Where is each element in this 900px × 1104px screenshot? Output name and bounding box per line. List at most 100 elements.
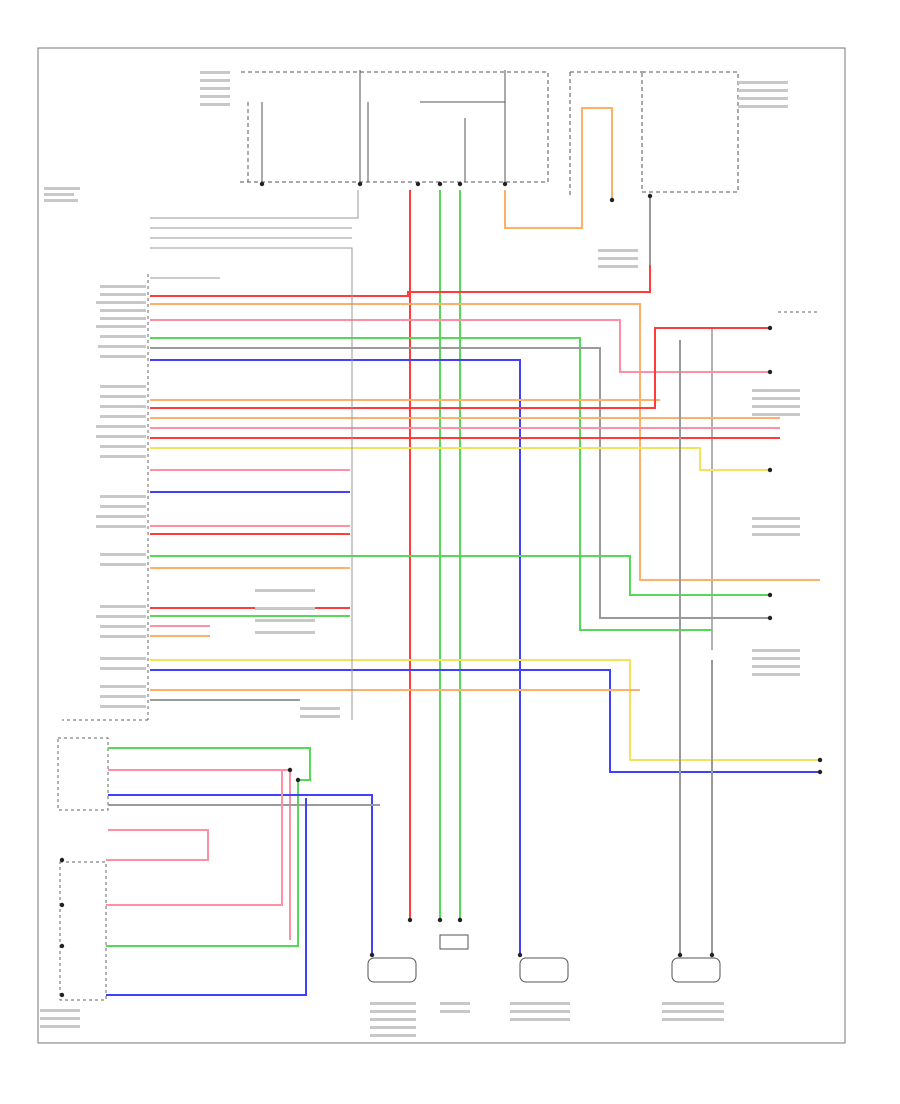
connector-dot: [437, 917, 443, 923]
illegible-label: [100, 635, 146, 638]
illegible-label: [440, 1002, 470, 1005]
illegible-label: [255, 619, 315, 622]
pink-wire: [106, 770, 283, 906]
illegible-label: [100, 455, 146, 458]
control-module: [57, 274, 149, 1001]
blue-wire: [108, 794, 373, 955]
illegible-label: [752, 657, 800, 660]
diagram-border: [37, 47, 846, 1044]
fuse-box-right: [569, 71, 739, 195]
red-wire: [150, 327, 770, 409]
bottom-components: [367, 934, 721, 983]
connector-dot: [817, 757, 823, 763]
illegible-label: [96, 425, 146, 428]
illegible-label: [200, 95, 230, 98]
illegible-label: [100, 445, 146, 448]
connector-dot: [295, 777, 301, 783]
illegible-label: [200, 79, 230, 82]
illegible-label: [510, 1010, 570, 1013]
illegible-label: [752, 665, 800, 668]
connector-dots: [59, 181, 823, 998]
illegible-label: [100, 309, 146, 312]
illegible-label: [100, 563, 146, 566]
illegible-label: [598, 249, 638, 252]
illegible-label: [752, 397, 800, 400]
green-wire: [150, 555, 770, 596]
connector-dot: [502, 181, 508, 187]
connector-dot: [767, 592, 773, 598]
illegible-label: [100, 495, 146, 498]
illegible-label: [100, 415, 146, 418]
illegible-label: [752, 405, 800, 408]
connector-dot: [259, 181, 265, 187]
illegible-label: [662, 1010, 724, 1013]
pink-wire: [150, 319, 770, 373]
illegible-label: [100, 285, 146, 288]
illegible-label: [100, 705, 146, 708]
connector-dot: [59, 943, 65, 949]
illegible-label: [100, 385, 146, 388]
blue-wire: [150, 359, 521, 955]
connector-dot: [709, 952, 715, 958]
illegible-label: [100, 317, 146, 320]
illegible-label: [40, 1025, 80, 1028]
illegible-label: [752, 533, 800, 536]
connector-dot: [767, 325, 773, 331]
illegible-label: [96, 515, 146, 518]
illegible-label: [200, 71, 230, 74]
illegible-label: [738, 89, 788, 92]
pink-wire: [106, 829, 209, 861]
connector-dot: [457, 917, 463, 923]
blue-wire: [106, 798, 307, 996]
illegible-label: [100, 553, 146, 556]
illegible-label: [752, 517, 800, 520]
orange-wire: [150, 303, 820, 581]
illegible-label: [370, 1018, 416, 1021]
connector-dot: [817, 769, 823, 775]
illegible-label: [752, 525, 800, 528]
yellow-wire: [150, 447, 770, 471]
illegible-label: [100, 625, 146, 628]
yellow-wire: [150, 659, 820, 761]
illegible-label: [100, 695, 146, 698]
gray-wire: [150, 347, 770, 619]
illegible-label: [100, 685, 146, 688]
orange-wire: [504, 107, 613, 229]
blue-wire: [150, 669, 820, 773]
connector-dot: [59, 902, 65, 908]
illegible-label: [662, 1002, 724, 1005]
connector-dot: [369, 952, 375, 958]
illegible-label: [255, 607, 315, 610]
illegible-label: [370, 1010, 416, 1013]
illegible-label: [738, 105, 788, 108]
connector-dot: [767, 615, 773, 621]
fuse-relay-box: [240, 70, 549, 183]
illegible-label: [200, 87, 230, 90]
green-wire: [150, 337, 712, 631]
connector-dot: [457, 181, 463, 187]
illegible-label: [752, 673, 800, 676]
illegible-labels: [40, 71, 800, 1037]
illegible-label: [96, 325, 146, 328]
illegible-label: [200, 103, 230, 106]
illegible-label: [300, 707, 340, 710]
illegible-label: [100, 657, 146, 660]
illegible-label: [100, 293, 146, 296]
illegible-label: [96, 435, 146, 438]
illegible-label: [40, 1009, 80, 1012]
illegible-label: [100, 405, 146, 408]
illegible-label: [255, 631, 315, 634]
connector-dot: [767, 467, 773, 473]
illegible-label: [96, 525, 146, 528]
connector-dot: [677, 952, 683, 958]
illegible-label: [752, 389, 800, 392]
wires: [106, 107, 820, 996]
connector-dot: [357, 181, 363, 187]
illegible-label: [598, 257, 638, 260]
illegible-label: [440, 1010, 470, 1013]
connector-dot: [59, 857, 65, 863]
illegible-label: [738, 81, 788, 84]
illegible-label: [100, 667, 146, 670]
illegible-label: [738, 97, 788, 100]
